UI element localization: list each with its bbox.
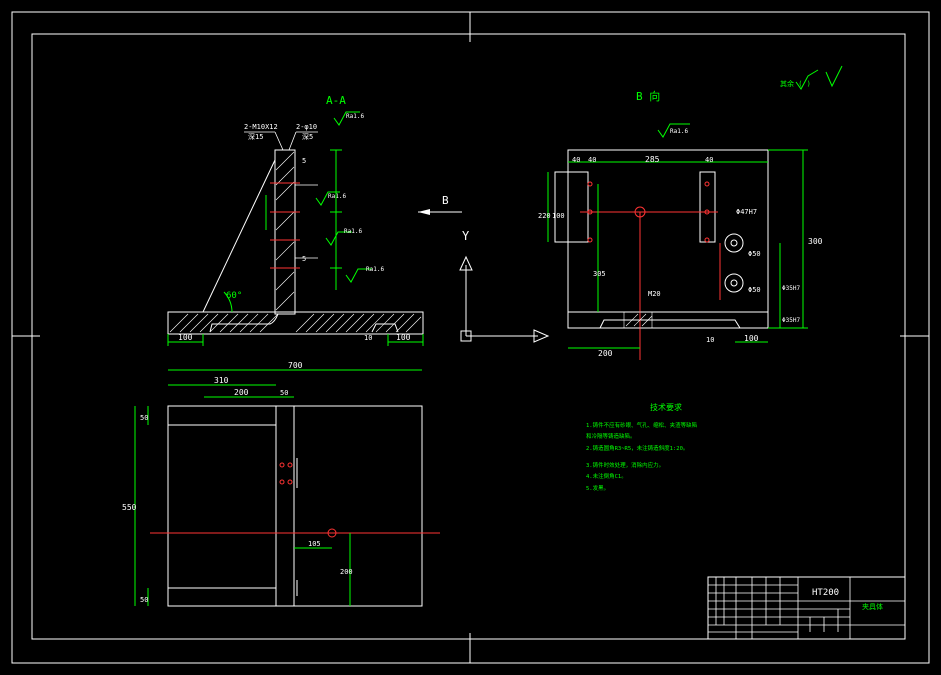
dim-50a: 50 xyxy=(140,414,148,422)
base-recess-right xyxy=(371,323,399,333)
tech-req-line-6: 5.发黑。 xyxy=(586,484,609,492)
hole-callout-b: 2-φ10 xyxy=(296,123,317,131)
roughness-symbols xyxy=(315,111,372,283)
tech-req-line-3: 2.铸造圆角R3~R5，未注铸造斜度1:20。 xyxy=(586,444,688,452)
tech-req-line-4: 3.铸件时效处理，消除内应力。 xyxy=(586,461,664,469)
base-hatch xyxy=(169,313,422,333)
section-aa-label: A-A xyxy=(326,94,346,107)
dim-40a: 40 xyxy=(572,156,580,164)
top-view: 700 310 200 50 550 50 50 105 200 xyxy=(122,361,440,607)
upright-hatch xyxy=(275,151,295,311)
top-view-holes xyxy=(279,462,337,538)
material-label: HT200 xyxy=(812,588,839,598)
tech-req-title: 技术要求 xyxy=(650,402,682,412)
dim-700: 700 xyxy=(288,361,303,370)
dim-side-b: Φ35H7 xyxy=(782,317,800,324)
rib-line xyxy=(202,159,276,313)
dim-105: 105 xyxy=(308,540,321,548)
upright-holes xyxy=(270,182,300,269)
view-b-rough: Ra1.6 xyxy=(670,128,688,135)
dim-50: 50 xyxy=(280,389,288,397)
upright-wall xyxy=(274,149,296,315)
dim-285: 285 xyxy=(645,155,660,164)
view-b-rough-symbol xyxy=(657,123,690,138)
base-dimensions xyxy=(167,334,424,346)
angle-arc xyxy=(223,291,233,313)
centering-marks xyxy=(12,12,929,663)
view-b-dim-lines xyxy=(547,149,808,349)
dim-phi-side: Φ35H7 xyxy=(782,285,800,292)
dim-200-top: 200 xyxy=(234,388,249,397)
dim-40c: 40 xyxy=(705,156,713,164)
base-recess xyxy=(209,313,279,333)
view-b-outline xyxy=(567,149,769,329)
dim-50b: 50 xyxy=(140,596,148,604)
dim-base-left: 100 xyxy=(178,333,193,342)
part-name: 夹具体 xyxy=(862,602,883,611)
dim-40b: 40 xyxy=(588,156,596,164)
tech-req-line-1: 1.铸件不应有砂眼、气孔、缩松、夹渣等缺陷 xyxy=(586,421,697,429)
roughness-note-text: 其余 ( ) xyxy=(780,79,811,88)
hole-callout-b-depth: 深5 xyxy=(302,132,313,141)
dim-gap: 10 xyxy=(364,334,372,342)
ucs-icon: Y xyxy=(459,229,550,343)
rough-2: Ra1.6 xyxy=(328,193,346,200)
angle-label: 60° xyxy=(226,291,242,301)
hole-callout-a-depth: 深15 xyxy=(248,132,263,141)
axis-y-label: Y xyxy=(462,229,470,243)
callout-leaders xyxy=(244,131,318,259)
view-b-bosses xyxy=(724,233,744,293)
view-direction-arrow: B xyxy=(418,194,462,215)
tech-requirements: 技术要求 1.铸件不应有砂眼、气孔、缩松、夹渣等缺陷 和冷隔等铸造缺陷。 2.铸… xyxy=(586,402,697,492)
tech-req-line-5: 4.未注倒角C1。 xyxy=(586,472,627,480)
dim-310: 310 xyxy=(214,376,229,385)
dim-5b: 5 xyxy=(302,255,306,263)
rough-1: Ra1.6 xyxy=(346,113,364,120)
dim-m20: M20 xyxy=(648,290,661,298)
dim-100b: 100 xyxy=(744,334,759,343)
dim-base-right: 100 xyxy=(396,333,411,342)
dim-phi50a: Φ50 xyxy=(748,250,761,258)
view-b-label: B 向 xyxy=(636,89,660,103)
dim-300: 300 xyxy=(808,237,823,246)
dim-10: 10 xyxy=(706,336,714,344)
dim-slot: Φ47H7 xyxy=(736,208,757,216)
section-aa-view: A-A xyxy=(167,94,424,346)
tech-req-line-2: 和冷隔等铸造缺陷。 xyxy=(586,432,636,440)
hole-callout-a: 2-M10X12 xyxy=(244,123,278,131)
dim-305: 305 xyxy=(593,270,606,278)
side-dims xyxy=(265,149,342,290)
arrow-b-label: B xyxy=(442,194,449,207)
dim-phi50b: Φ50 xyxy=(748,286,761,294)
view-b: B 向 xyxy=(538,89,823,360)
dim-200: 200 xyxy=(598,349,613,358)
dim-5a: 5 xyxy=(302,157,306,165)
dim-100: 100 xyxy=(552,212,565,220)
slot-left xyxy=(554,171,589,243)
top-view-outline xyxy=(167,405,423,607)
view-b-holes xyxy=(580,181,718,360)
dim-550: 550 xyxy=(122,503,137,512)
title-block: HT200 夹具体 xyxy=(707,576,906,640)
rough-3: Ra1.6 xyxy=(344,228,362,235)
view-b-hatch xyxy=(623,311,653,329)
dim-200b: 200 xyxy=(340,568,353,576)
dim-220: 220 xyxy=(538,212,551,220)
rough-4: Ra1.6 xyxy=(366,266,384,273)
top-view-dim-lines xyxy=(134,369,422,606)
roughness-note: 其余 ( ) xyxy=(780,65,843,90)
